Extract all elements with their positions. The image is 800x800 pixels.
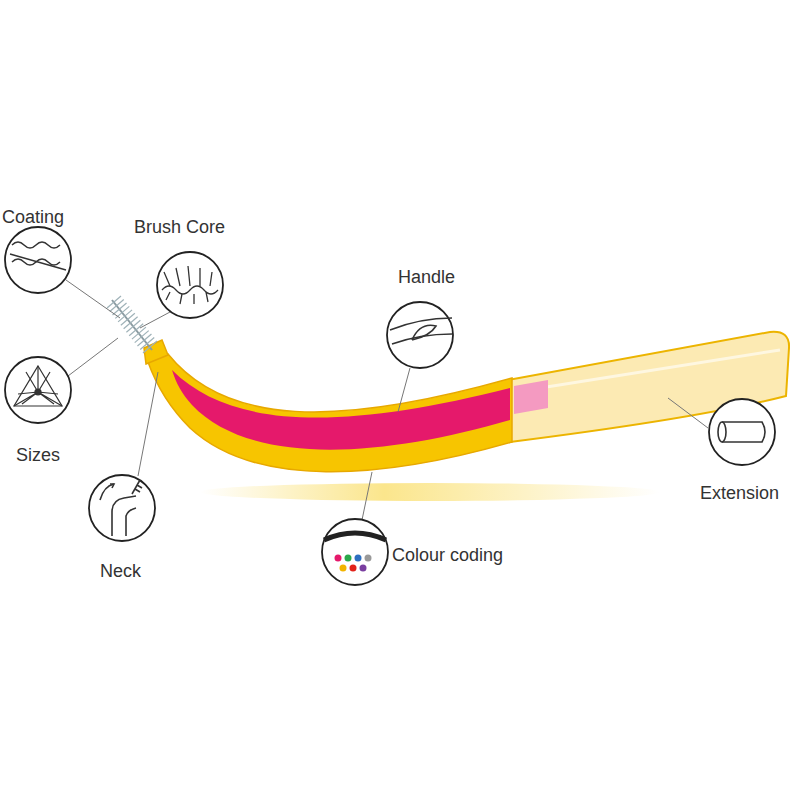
part-label: Coating [2,208,64,228]
part-label: Handle [398,268,455,288]
bristle [124,317,138,329]
part-label: Sizes [16,446,60,466]
bristle [121,313,135,325]
bristle [113,303,127,315]
bristle [143,341,157,353]
part-label: Neck [100,562,141,582]
bristle [140,338,154,350]
part-label: Extension [700,484,779,504]
bristle [118,310,132,322]
bristle [132,327,146,339]
part-label: Brush Core [134,218,225,238]
bristle [137,334,151,346]
bristle [110,299,124,311]
part-label: Colour coding [392,546,503,566]
bristle [107,296,121,308]
bristle [135,331,149,343]
bristle [129,324,143,336]
bristle [126,320,140,332]
